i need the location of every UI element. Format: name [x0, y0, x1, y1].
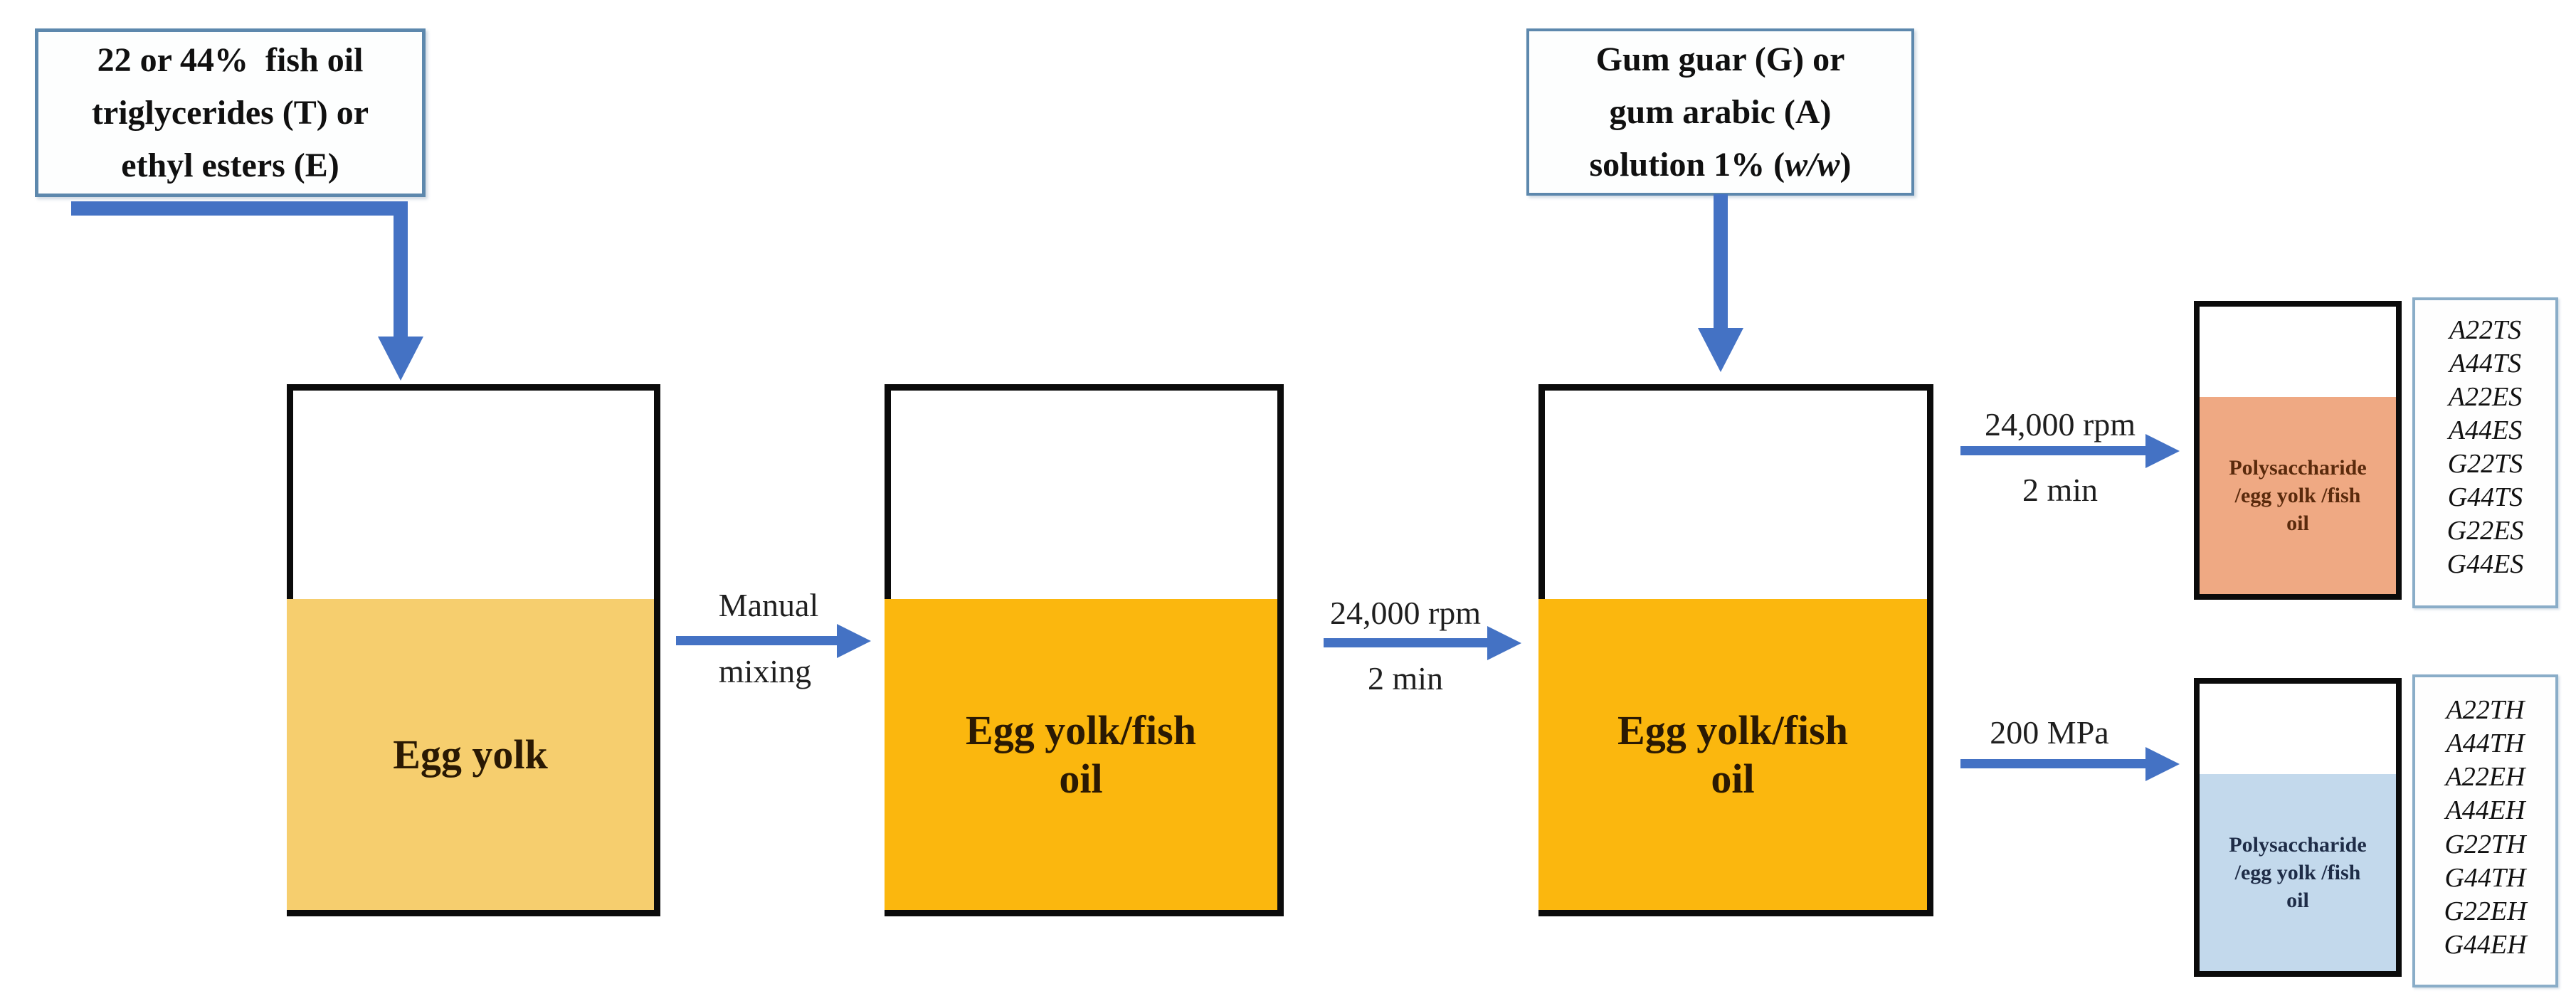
beaker-egg-yolk-fish-oil-1-label-line2: oil	[1059, 755, 1103, 802]
elbow-connector-horizontal-line	[71, 201, 408, 216]
sample-code: G22ES	[2446, 516, 2524, 546]
right-arrow-icon	[837, 624, 871, 658]
down-arrow-icon	[1698, 328, 1743, 372]
homogenize2-label-line2: 2 min	[2022, 472, 2099, 508]
output-bottom-label-line1: Polysaccharide	[2229, 833, 2367, 857]
fish-oil-line-2: triglycerides (T) or	[91, 93, 369, 132]
sample-code: A22ES	[2448, 382, 2523, 412]
beaker-egg-yolk-fish-oil-1-fill: Egg yolk/fish oil	[885, 599, 1277, 910]
homogenize1-label-line1: 24,000 rpm	[1329, 595, 1482, 631]
sample-code: A44EH	[2445, 795, 2525, 826]
output-top-label-line3: oil	[2286, 512, 2309, 535]
right-arrow-icon	[2145, 747, 2180, 781]
output-top-label-line1: Polysaccharide	[2229, 456, 2367, 480]
beaker-egg-yolk-fish-oil-1-label-line1: Egg yolk/fish	[966, 706, 1196, 753]
beaker-egg-yolk-fill: Egg yolk	[287, 599, 654, 910]
gum-line-3: solution 1% (w/w)	[1589, 139, 1851, 191]
sample-code: A22EH	[2445, 762, 2525, 793]
sample-code: A22TS	[2449, 315, 2522, 345]
gum-input-box: Gum guar (G) or gum arabic (A) solution …	[1526, 28, 1914, 196]
beaker-egg-yolk: Egg yolk	[287, 384, 660, 916]
manual-mixing-label-line2: mixing	[718, 653, 812, 689]
homogenize2-label-line1: 24,000 rpm	[1984, 406, 2136, 443]
fish-oil-line-1: 22 or 44% fish oil	[97, 41, 364, 79]
beaker-egg-yolk-fish-oil-2-label-line2: oil	[1711, 755, 1755, 802]
elbow-connector-vertical-line	[394, 201, 408, 338]
output-beaker-homogenized-fill: Polysaccharide /egg yolk /fish oil	[2200, 397, 2396, 594]
sample-code: G44TH	[2444, 862, 2526, 893]
homogenize1-label-line2: 2 min	[1367, 660, 1444, 697]
gum-line-1: Gum guar (G) or	[1595, 40, 1845, 78]
right-arrow-icon	[2145, 434, 2180, 468]
gum-line-3-prefix: solution 1% (	[1589, 145, 1785, 184]
fish-oil-line-3: ethyl esters (E)	[121, 146, 339, 184]
sample-code: G44ES	[2446, 549, 2524, 579]
sample-code: G44TS	[2447, 482, 2523, 512]
sample-code: G22TS	[2447, 449, 2523, 479]
output-bottom-label-line3: oil	[2286, 889, 2309, 912]
sample-code-list-top: A22TS A44TS A22ES A44ES G22TS G44TS G22E…	[2412, 297, 2558, 608]
output-beaker-homogenized: Polysaccharide /egg yolk /fish oil	[2194, 301, 2402, 600]
gum-line-3-suffix: )	[1839, 145, 1852, 184]
sample-code-list-bottom: A22TH A44TH A22EH A44EH G22TH G44TH G22E…	[2412, 674, 2558, 987]
beaker-egg-yolk-fish-oil-2-label-line1: Egg yolk/fish	[1617, 706, 1848, 753]
sample-code: A22TH	[2446, 695, 2525, 725]
beaker-egg-yolk-label: Egg yolk	[393, 731, 548, 778]
sample-code: G22EH	[2444, 896, 2527, 926]
sample-code: A44TH	[2446, 729, 2525, 759]
gum-line-3-ww: w/w	[1785, 145, 1840, 184]
sample-code: A44TS	[2449, 349, 2522, 378]
sample-code: A44ES	[2448, 415, 2523, 445]
sample-code: G22TH	[2444, 829, 2526, 859]
sample-code: G44EH	[2444, 929, 2527, 960]
homogenize1-arrow-line	[1324, 638, 1489, 647]
manual-mixing-arrow-line	[676, 636, 838, 645]
fish-oil-input-box: 22 or 44% fish oil triglycerides (T) or …	[35, 28, 426, 197]
output-beaker-high-pressure: Polysaccharide /egg yolk /fish oil	[2194, 678, 2402, 977]
down-arrow-icon	[378, 337, 423, 381]
gum-arrow-vertical-line	[1714, 194, 1728, 329]
pressure-label: 200 MPa	[1990, 714, 2109, 751]
output-top-label-line2: /egg yolk /fish	[2234, 484, 2361, 507]
manual-mixing-label-line1: Manual	[718, 587, 819, 623]
output-beaker-high-pressure-fill: Polysaccharide /egg yolk /fish oil	[2200, 774, 2396, 971]
right-arrow-icon	[1487, 626, 1521, 660]
beaker-egg-yolk-fish-oil-2: Egg yolk/fish oil	[1538, 384, 1933, 916]
beaker-egg-yolk-fish-oil-2-fill: Egg yolk/fish oil	[1538, 599, 1927, 910]
homogenize2-arrow-line	[1960, 446, 2147, 455]
beaker-egg-yolk-fish-oil-1: Egg yolk/fish oil	[885, 384, 1284, 916]
pressure-arrow-line	[1960, 759, 2147, 768]
output-bottom-label-line2: /egg yolk /fish	[2234, 861, 2361, 884]
gum-line-2: gum arabic (A)	[1609, 92, 1832, 131]
